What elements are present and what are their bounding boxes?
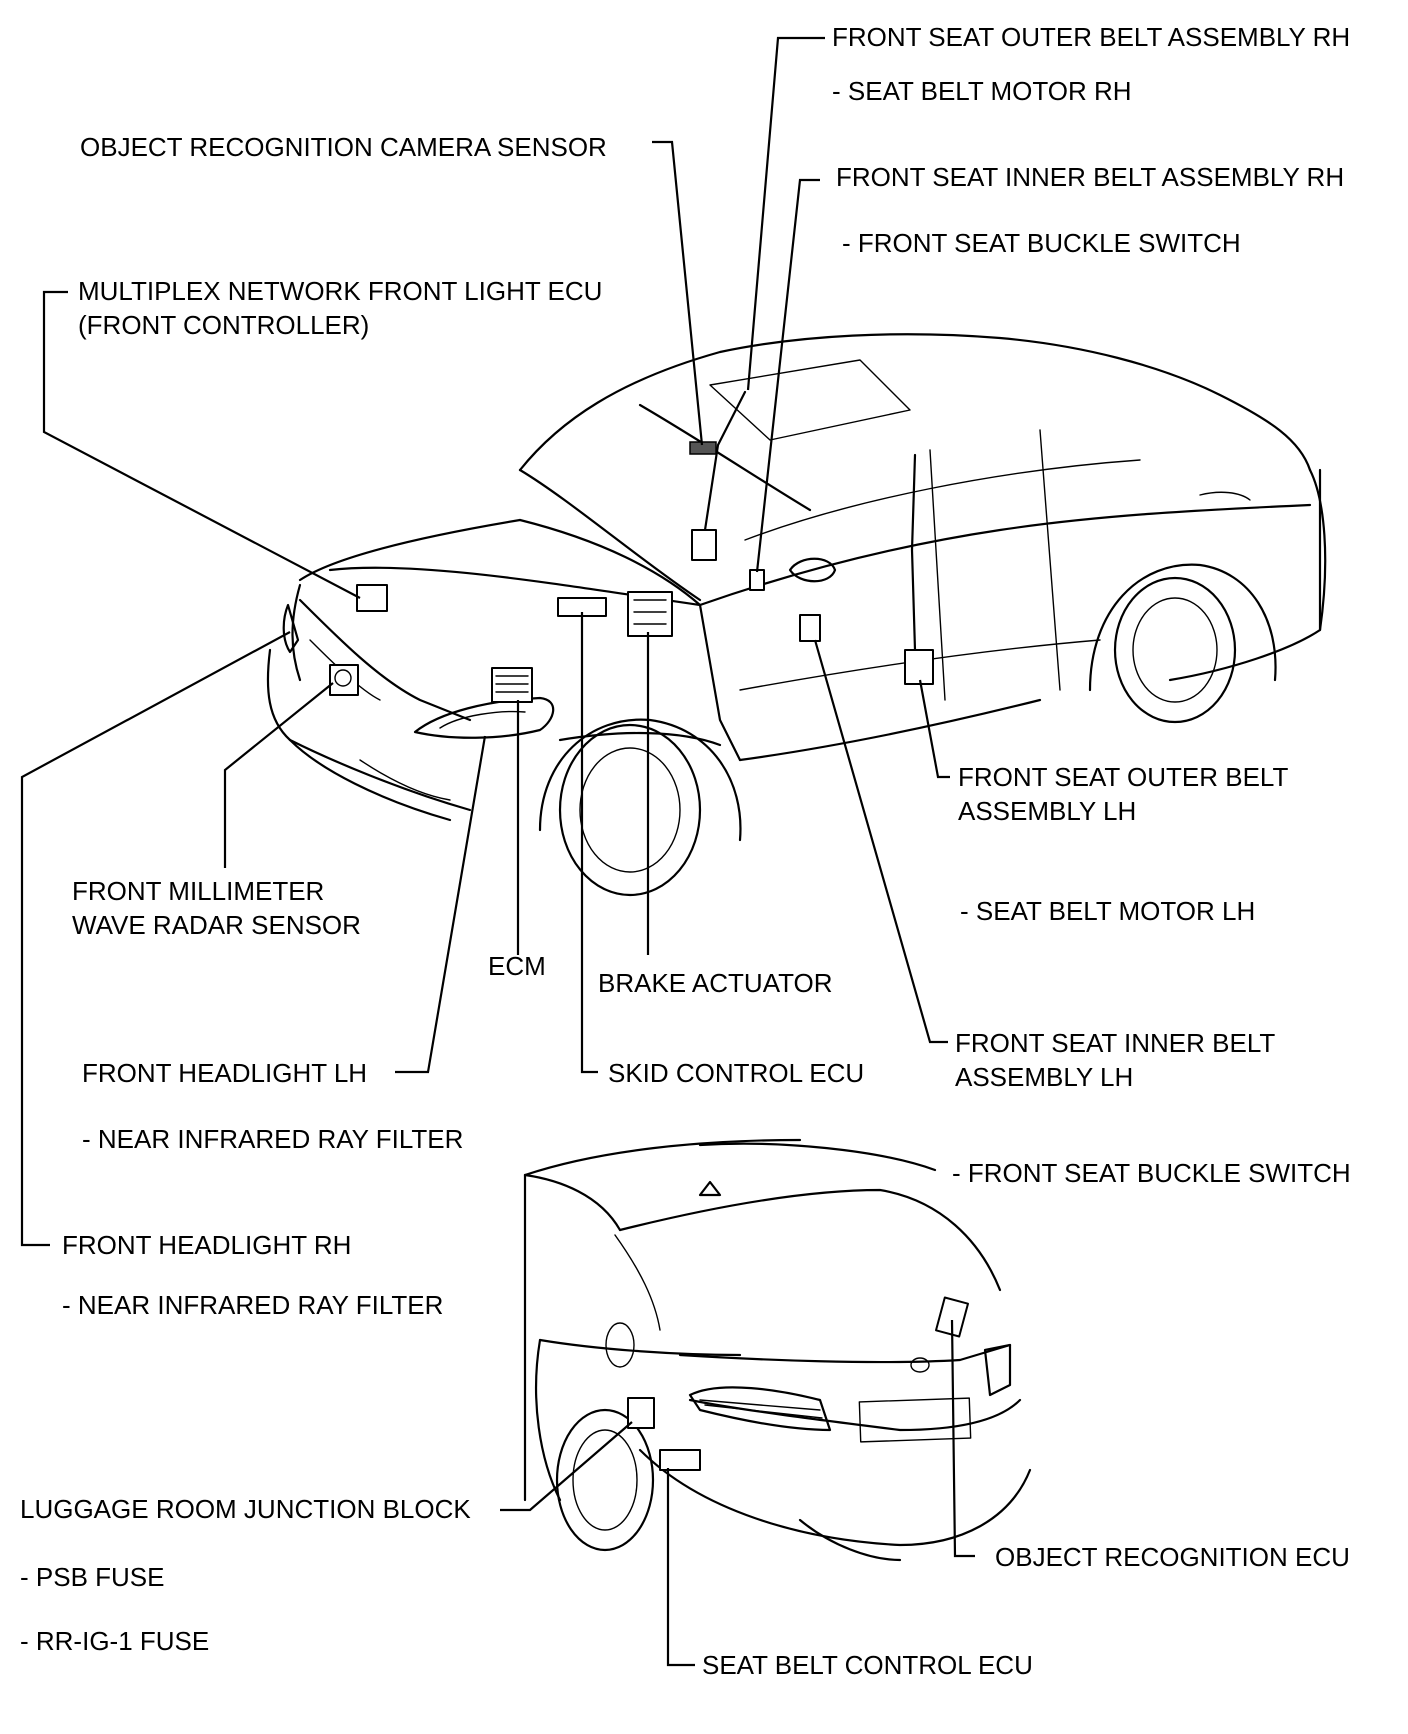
label-seat-belt-motor-rh: - SEAT BELT MOTOR RH: [832, 76, 1132, 106]
label-ir-filter-lh: - NEAR INFRARED RAY FILTER: [82, 1124, 463, 1154]
label-inner-belt-rh: FRONT SEAT INNER BELT ASSEMBLY RH: [836, 162, 1344, 192]
label-outer-belt-lh-line1: FRONT SEAT OUTER BELT: [958, 762, 1288, 792]
label-junction-block: LUGGAGE ROOM JUNCTION BLOCK: [20, 1494, 471, 1524]
camera-sensor-part: [689, 441, 717, 455]
label-camera-sensor: OBJECT RECOGNITION CAMERA SENSOR: [80, 132, 607, 162]
label-buckle-switch-lh: - FRONT SEAT BUCKLE SWITCH: [952, 1158, 1351, 1188]
label-object-recognition-ecu: OBJECT RECOGNITION ECU: [995, 1542, 1350, 1572]
outer-belt-lh-part: [904, 649, 934, 685]
seat-belt-control-ecu-part: [659, 1449, 701, 1471]
ecm-part: [491, 667, 533, 703]
label-skid-control-ecu: SKID CONTROL ECU: [608, 1058, 864, 1088]
label-headlight-rh: FRONT HEADLIGHT RH: [62, 1230, 351, 1260]
label-inner-belt-lh-line1: FRONT SEAT INNER BELT: [955, 1028, 1275, 1058]
label-inner-belt-lh-line2: ASSEMBLY LH: [955, 1062, 1133, 1092]
label-front-light-ecu-line1: MULTIPLEX NETWORK FRONT LIGHT ECU: [78, 276, 602, 306]
rear-car-illustration: [523, 1138, 1032, 1562]
label-outer-belt-rh: FRONT SEAT OUTER BELT ASSEMBLY RH: [832, 22, 1350, 52]
label-brake-actuator: BRAKE ACTUATOR: [598, 968, 833, 998]
label-buckle-switch-rh: - FRONT SEAT BUCKLE SWITCH: [842, 228, 1241, 258]
front-light-ecu-part: [356, 584, 388, 612]
inner-belt-rh-part: [749, 569, 765, 591]
labels: FRONT SEAT OUTER BELT ASSEMBLY RH - SEAT…: [20, 22, 1351, 1680]
outer-belt-rh-part: [691, 529, 717, 561]
label-ecm: ECM: [488, 951, 546, 981]
label-radar-sensor-line2: WAVE RADAR SENSOR: [72, 910, 361, 940]
inner-belt-lh-part: [799, 614, 821, 642]
label-psb-fuse: - PSB FUSE: [20, 1562, 164, 1592]
label-seat-belt-motor-lh: - SEAT BELT MOTOR LH: [960, 896, 1255, 926]
label-rr-ig1-fuse: - RR-IG-1 FUSE: [20, 1626, 209, 1656]
leader-lines: [20, 36, 975, 1667]
label-outer-belt-lh-line2: ASSEMBLY LH: [958, 796, 1136, 826]
label-radar-sensor-line1: FRONT MILLIMETER: [72, 876, 324, 906]
label-ir-filter-rh: - NEAR INFRARED RAY FILTER: [62, 1290, 443, 1320]
label-front-light-ecu-line2: (FRONT CONTROLLER): [78, 310, 369, 340]
junction-block-part: [627, 1397, 655, 1429]
front-car-illustration: [266, 333, 1327, 897]
rear-components: [627, 1296, 969, 1471]
object-recognition-ecu-part: [935, 1296, 969, 1338]
label-seat-belt-control-ecu: SEAT BELT CONTROL ECU: [702, 1650, 1033, 1680]
label-headlight-lh: FRONT HEADLIGHT LH: [82, 1058, 367, 1088]
brake-actuator-part: [627, 591, 673, 637]
front-components: [329, 390, 934, 703]
